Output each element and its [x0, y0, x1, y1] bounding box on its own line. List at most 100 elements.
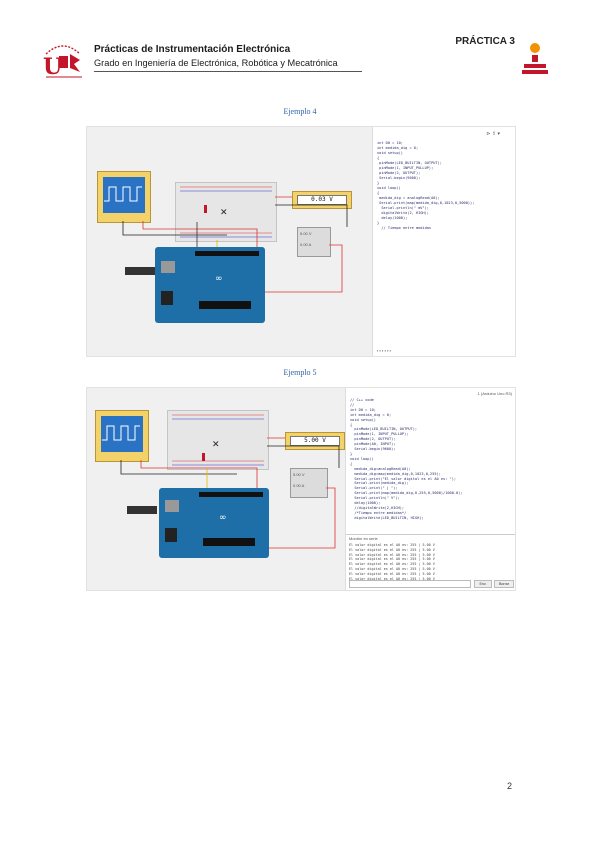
meter-a-reading: 5.00 V	[293, 472, 305, 477]
oscilloscope[interactable]	[97, 171, 151, 223]
code-text: // C++ code//int D0 = 10;int medida_dig …	[350, 398, 463, 521]
svg-text:∞: ∞	[219, 513, 227, 523]
page-number: 2	[507, 781, 513, 791]
code-line: int D0 = 10;	[377, 141, 403, 145]
code-line: medida_dig=map(medida_dig,0,1023,0,255);	[350, 471, 441, 476]
code-line: // C++ code	[350, 398, 374, 402]
supply-voltage: 5.00 V	[300, 231, 312, 236]
code-line: digitalWrite(2, HIGH);	[377, 211, 429, 215]
serial-line: El valor digital es el A0 es: 255 | 5.00…	[349, 557, 435, 562]
code-line: }	[377, 221, 380, 225]
serial-input[interactable]	[349, 580, 471, 588]
example4-caption: Ejemplo 4	[283, 107, 317, 116]
voltmeter[interactable]: 5.00 V	[285, 432, 345, 450]
code-line: void setup()	[350, 417, 376, 422]
arduino-board[interactable]: ∞	[159, 488, 269, 558]
code-line: pinMode(1, INPUT_PULLUP);	[377, 166, 434, 170]
arduino-board[interactable]: ∞	[155, 247, 265, 323]
school-logo	[522, 42, 548, 76]
supply-current: 0.00 A	[300, 242, 312, 247]
serial-line: El valor digital es el A0 es: 255 | 5.00…	[349, 552, 435, 557]
serial-line: El valor digital es el A0 es: 255 | 5.00…	[349, 547, 435, 552]
serial-line: El valor digital es el A0 es: 255 | 5.00…	[349, 571, 435, 576]
serial-output: El valor digital es el A0 es: 255 | 5.00…	[349, 543, 435, 581]
code-line: /*Tiempo entre medidas*/	[350, 510, 407, 515]
voltmeter-reading: 0.03 V	[297, 195, 347, 205]
example4-screenshot: ✕ 0.03 V 5.00 V 0.00 A ∞ ⊳ ⇧ ▾ int D0 = …	[86, 126, 516, 357]
code-line: Serial.println(" V");	[350, 496, 400, 501]
breadboard[interactable]: ✕	[167, 410, 269, 470]
code-line: pinMode(LED_BUILTIN, OUTPUT);	[350, 427, 418, 432]
serial-line: El valor digital es el A0 es: 255 | 5.00…	[349, 576, 435, 581]
serial-line: El valor digital es el A0 es: 255 | 5.00…	[349, 562, 435, 567]
example5-caption: Ejemplo 5	[283, 368, 317, 377]
voltmeter-reading: 5.00 V	[290, 436, 340, 446]
code-line: Serial.begin(9600);	[350, 447, 396, 452]
svg-text:✕: ✕	[212, 439, 220, 449]
code-line: //digitalWrite(2,HIGH);	[350, 505, 405, 510]
university-logo: U	[40, 36, 86, 80]
code-line: {	[377, 191, 380, 195]
code-line: digitalWrite(LED_BUILTIN, HIGH);	[350, 515, 424, 520]
code-line: {	[377, 156, 380, 160]
header-divider	[94, 71, 362, 72]
code-line: int medida_dig = 0;	[350, 412, 392, 417]
code-line: Serial.println(" mV");	[377, 206, 429, 210]
code-line: pinMode(LED_BUILTIN, OUTPUT);	[377, 161, 442, 165]
wires	[122, 196, 348, 293]
code-line: }	[350, 451, 353, 456]
code-line: pinMode(A0, INPUT);	[350, 442, 396, 447]
voltmeter[interactable]: 0.03 V	[292, 191, 352, 209]
square-wave	[102, 425, 140, 441]
code-line: {	[350, 422, 353, 427]
code-line: delay(1000);	[377, 216, 408, 220]
code-line: pinMode(2, OUTPUT);	[350, 437, 396, 442]
clear-button[interactable]: Borrar	[494, 580, 514, 588]
meter-b-reading: 0.00 A	[293, 483, 305, 488]
code-line: int medida_dig = 0;	[377, 146, 419, 150]
code-text: int D0 = 10;int medida_dig = 0;void setu…	[377, 141, 474, 231]
code-line: pinMode(2, OUTPUT);	[377, 171, 421, 175]
square-wave	[104, 186, 142, 202]
code-line: {	[350, 461, 353, 466]
serial-toggle[interactable]: ▪ ▪ ▪ ▪ ▪ ▪	[377, 348, 392, 353]
code-line: Serial.begin(9600);	[377, 176, 421, 180]
code-line: void loop()	[350, 456, 374, 461]
serial-monitor[interactable]: Monitor en serie El valor digital es el …	[346, 534, 515, 590]
code-line: void loop()	[377, 186, 401, 190]
serial-line: El valor digital es el A0 es: 255 | 5.00…	[349, 566, 435, 571]
board-label: 1 (Arduino Uno R3)	[477, 391, 512, 396]
code-editor[interactable]: ⊳ ⇧ ▾ int D0 = 10;int medida_dig = 0;voi…	[372, 127, 515, 356]
breadboard[interactable]: ✕	[175, 182, 277, 242]
code-line: Serial.print(map(medida_dig,0,1023,0,500…	[377, 201, 475, 205]
svg-text:✕: ✕	[220, 207, 228, 217]
code-line: Serial.print("El valor digital es el A0 …	[350, 476, 457, 481]
code-line: Serial.print(map(medida_dig,0,255,0,5000…	[350, 491, 463, 496]
code-line: medida_dig = analogRead(A0);	[377, 196, 440, 200]
code-line: pinMode(1, INPUT_PULLUP);	[350, 432, 409, 437]
serial-title: Monitor en serie	[349, 536, 378, 541]
wires	[120, 437, 340, 549]
svg-text:∞: ∞	[215, 274, 223, 284]
code-line: medida_dig=analogRead(A0);	[350, 466, 411, 471]
code-line: delay(1000);	[350, 501, 381, 506]
toolbar-icons: ⊳ ⇧ ▾	[486, 131, 500, 137]
course-subtitle: Grado en Ingeniería de Electrónica, Robó…	[94, 58, 338, 68]
power-supply[interactable]: 5.00 V 0.00 A	[297, 227, 331, 257]
svg-text:U: U	[43, 54, 62, 80]
code-line: // Tiempo entre medidas	[377, 226, 432, 230]
code-line: void setup()	[377, 151, 403, 155]
serial-line: El valor digital es el A0 es: 255 | 5.00…	[349, 543, 435, 547]
code-editor[interactable]: 1 (Arduino Uno R3) // C++ code//int D0 =…	[345, 388, 515, 590]
course-title: Prácticas de Instrumentación Electrónica	[94, 44, 291, 55]
code-line: Serial.print(" | ");	[350, 486, 398, 491]
code-line: }	[377, 181, 380, 185]
code-line: //	[350, 402, 355, 407]
oscilloscope[interactable]	[95, 410, 149, 462]
practice-label: PRÁCTICA 3	[455, 36, 515, 47]
send-button[interactable]: Env.	[474, 580, 492, 588]
example5-screenshot: ✕ 5.00 V 5.00 V 0.00 A ∞ 1 (Arduino Uno …	[86, 387, 516, 591]
code-line: Serial.print(medida_dig);	[350, 481, 409, 486]
multimeter-panel[interactable]: 5.00 V 0.00 A	[290, 468, 328, 498]
code-line: int D0 = 10;	[350, 407, 376, 412]
